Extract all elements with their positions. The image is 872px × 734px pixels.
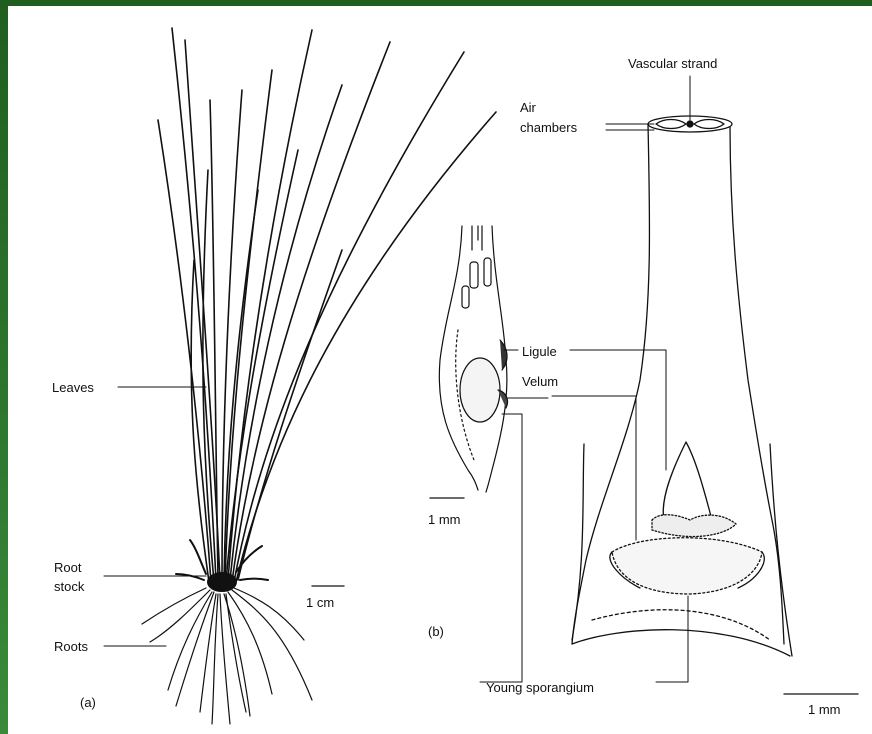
scale-bar-1cm-label: 1 cm <box>306 595 334 610</box>
air-chambers-label-line2: chambers <box>520 120 578 135</box>
plant-illustration <box>142 28 496 724</box>
roots-group <box>142 588 312 724</box>
sporangium-leader-line-left <box>480 414 522 682</box>
vascular-strand-label: Vascular strand <box>628 56 717 71</box>
roots-label: Roots <box>54 639 88 654</box>
panel-b-label: (b) <box>428 624 444 639</box>
scale-bar-section-label: 1 mm <box>428 512 461 527</box>
sporangium-leader-line-right <box>656 596 688 682</box>
velum-label: Velum <box>522 374 558 389</box>
leaves-group <box>158 28 496 582</box>
velum-leader-line <box>552 396 636 540</box>
young-sporangium-label: Young sporangium <box>486 680 594 695</box>
panel-a-label: (a) <box>80 695 96 710</box>
leaf-base-section <box>439 226 507 492</box>
air-chambers-label-line1: Air <box>520 100 537 115</box>
leaves-label: Leaves <box>52 380 94 395</box>
ligule-label: Ligule <box>522 344 557 359</box>
root-stock-label-line2: stock <box>54 579 85 594</box>
leaf-ligule-sporangium <box>572 116 792 656</box>
root-stock-label-line1: Root <box>54 560 82 575</box>
scale-bar-leaf-label: 1 mm <box>808 702 841 717</box>
